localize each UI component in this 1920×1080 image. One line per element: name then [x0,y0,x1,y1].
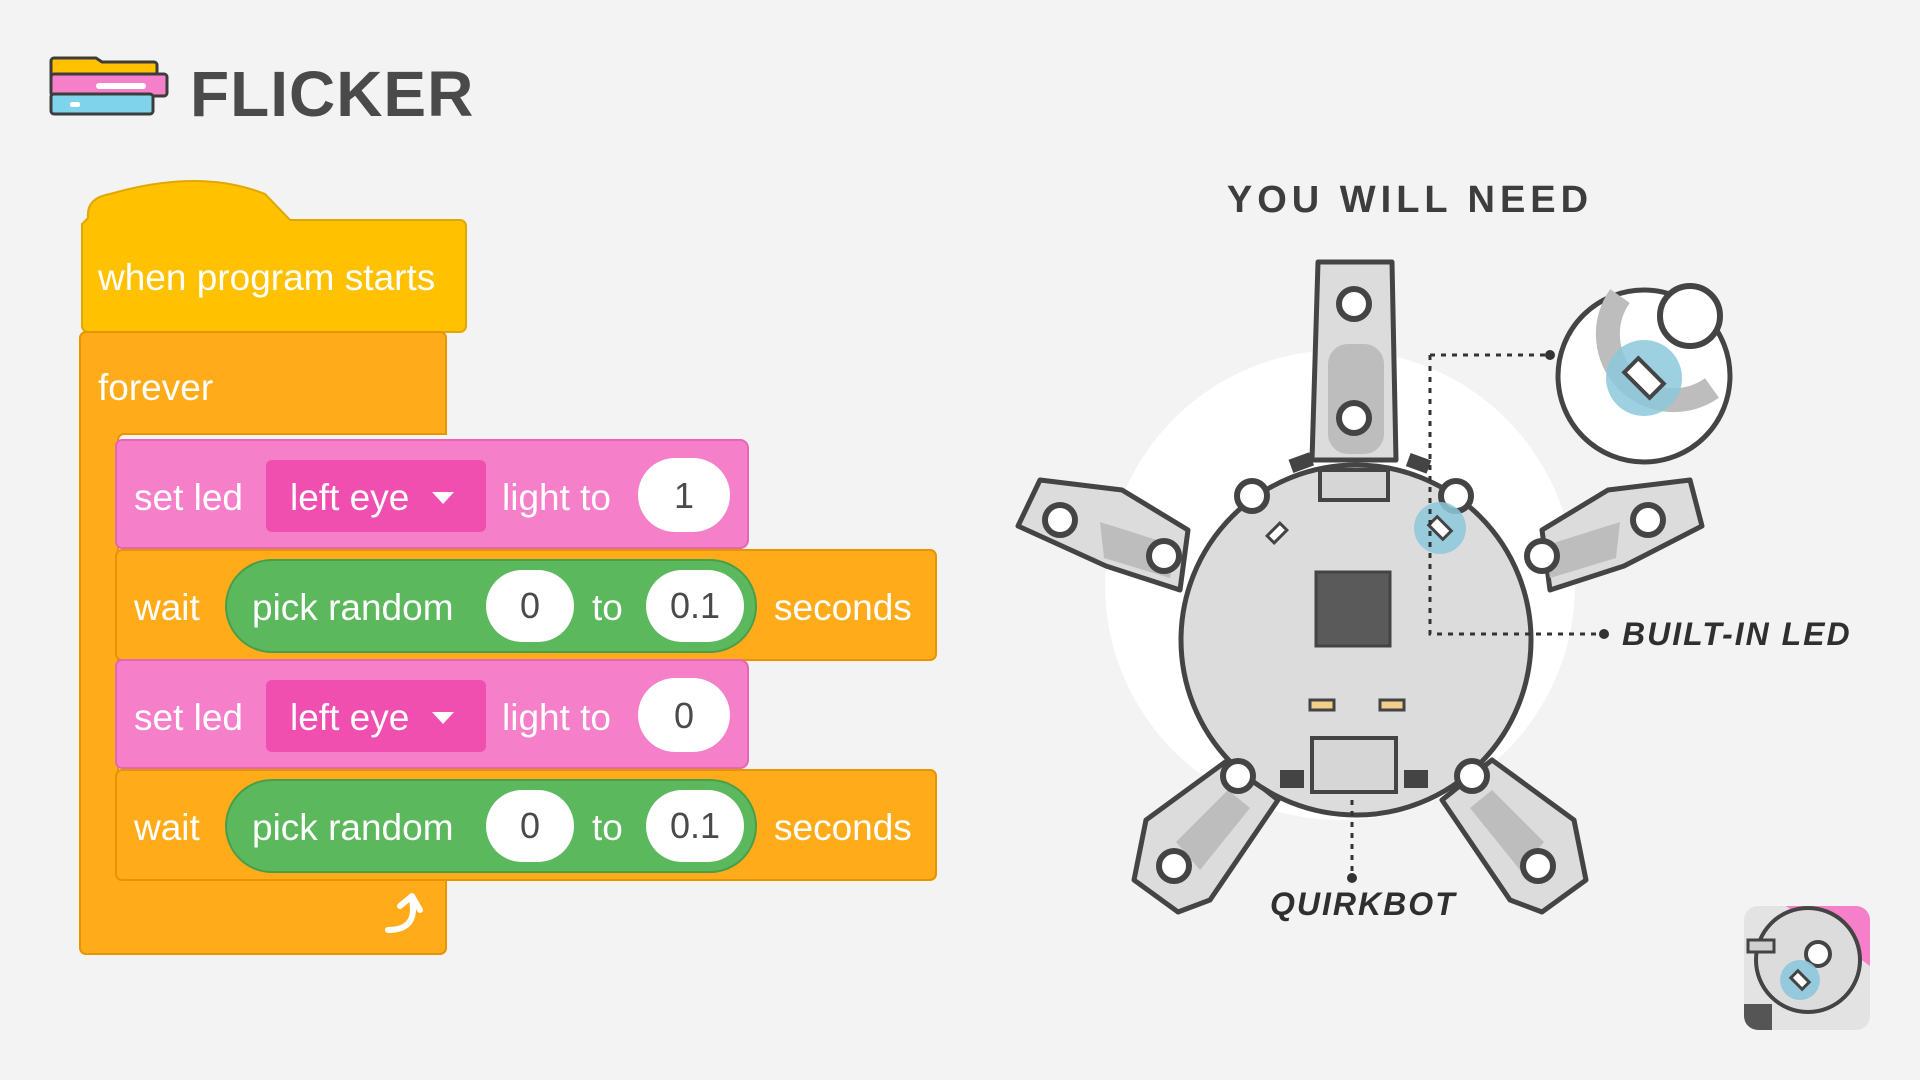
set-led-label-2: set led [134,697,244,738]
dropdown-text-2[interactable]: left eye [290,697,410,738]
random-to-input-1 [646,570,744,642]
dropdown-left-eye-1 [266,460,486,532]
microchip [1314,570,1392,648]
top-connector [1318,468,1390,502]
program-script [79,180,937,955]
set-led-label-1: set led [134,477,244,518]
light-value-1[interactable]: 1 [673,475,695,516]
wait-label-1: wait [134,587,200,628]
random-from-input-2 [486,790,574,862]
forever-label: forever [98,367,214,408]
seconds-label-1: seconds [774,587,912,628]
random-from-value-1[interactable]: 0 [519,585,541,626]
to-label-2: to [592,807,623,848]
hat-label: when program starts [98,257,436,298]
random-to-input-2 [646,790,744,862]
led-zoom-callout [1555,283,1733,465]
you-will-need-heading: YOU WILL NEED [1226,179,1594,221]
page-title: FLICKER [190,58,475,130]
light-to-label-2: light to [502,697,612,738]
number-input-2 [638,678,730,752]
program-icon [49,56,169,116]
number-input-1 [638,458,730,532]
random-to-value-2[interactable]: 0.1 [669,805,721,846]
light-value-2[interactable]: 0 [673,695,695,736]
pick-random-label-1: pick random [252,587,454,628]
seconds-label-2: seconds [774,807,912,848]
random-to-value-1[interactable]: 0.1 [669,585,721,626]
usb-port [1310,736,1398,794]
pick-random-label-2: pick random [252,807,454,848]
quirkbot-thumbnail [1744,906,1870,1030]
built-in-led-label: BUILT-IN LED [1622,616,1852,652]
dropdown-text-1[interactable]: left eye [290,477,410,518]
stacked-blocks-icon [49,56,169,116]
light-to-label-1: light to [502,477,612,518]
loop-arrow-icon [385,893,423,933]
triangle-down-icon [432,712,454,724]
triangle-down-icon [432,492,454,504]
random-from-input-1 [486,570,574,642]
to-label-1: to [592,587,623,628]
dropdown-left-eye-2 [266,680,486,752]
random-from-value-2[interactable]: 0 [519,805,541,846]
quirkbot-label: QUIRKBOT [1270,886,1457,922]
wait-label-2: wait [134,807,200,848]
